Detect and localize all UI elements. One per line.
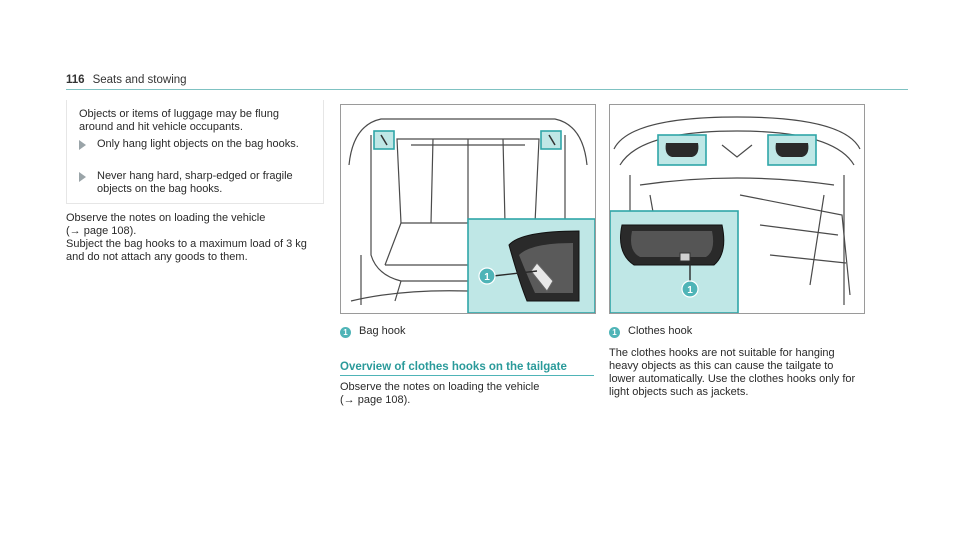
warning-box: Objects or items of luggage may be flung… (66, 100, 324, 204)
overview-note: Observe the notes on loading the vehicle… (340, 381, 594, 407)
callout-badge (478, 267, 496, 285)
page-header: 116 Seats and stowing (66, 74, 187, 86)
page-reference-link[interactable]: (→ page 108). (340, 394, 411, 406)
section-title: Seats and stowing (92, 74, 187, 86)
tailgate-illustration: 1 (610, 116, 861, 313)
bag-hook-figure: 1 (340, 104, 596, 314)
bullet-arrow-icon (79, 172, 86, 182)
overview-divider (340, 375, 594, 376)
header-divider (66, 89, 908, 90)
page-reference-link[interactable]: (→ page 108). (66, 225, 137, 237)
trunk-illustration: 1 (348, 118, 595, 313)
overview-heading: Overview of clothes hooks on the tailgat… (340, 361, 567, 373)
callout-badge: 1 (609, 327, 620, 338)
svg-text:1: 1 (687, 285, 693, 296)
svg-text:1: 1 (484, 272, 490, 283)
load-limit-text: Subject the bag hooks to a maximum load … (66, 238, 307, 263)
callout-badge (681, 280, 699, 298)
warning-lead: Objects or items of luggage may be flung… (79, 108, 279, 133)
page-number: 116 (66, 74, 85, 86)
bullet-arrow-icon (79, 140, 86, 150)
loading-note: Observe the notes on loading the vehicle… (66, 212, 326, 238)
clothes-hook-description: The clothes hooks are not suitable for h… (609, 347, 856, 398)
clothes-hook-figure: 1 (609, 104, 865, 314)
callout-badge: 1 (340, 327, 351, 338)
hook-highlight-right (540, 130, 562, 150)
